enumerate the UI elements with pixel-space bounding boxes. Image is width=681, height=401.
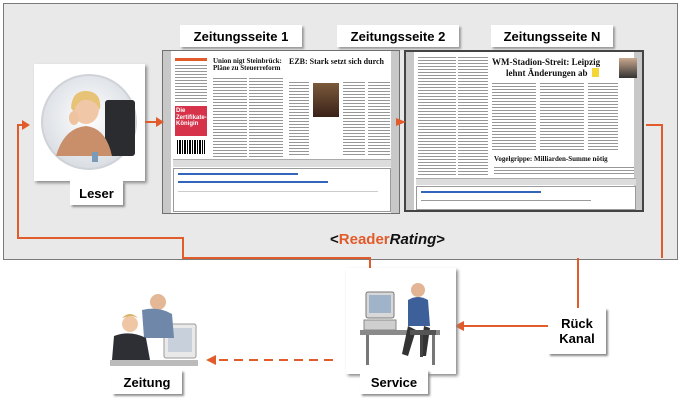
back-channel-line1: Rück	[561, 316, 593, 331]
service-label: Service	[360, 370, 428, 394]
service-illustration	[346, 268, 456, 374]
back-channel-box: Rück Kanal	[548, 308, 606, 354]
service-card	[346, 268, 456, 374]
newspaper-label: Zeitung	[112, 370, 182, 394]
back-channel-line2: Kanal	[559, 331, 594, 346]
newspaper-readers-illustration	[96, 288, 216, 378]
